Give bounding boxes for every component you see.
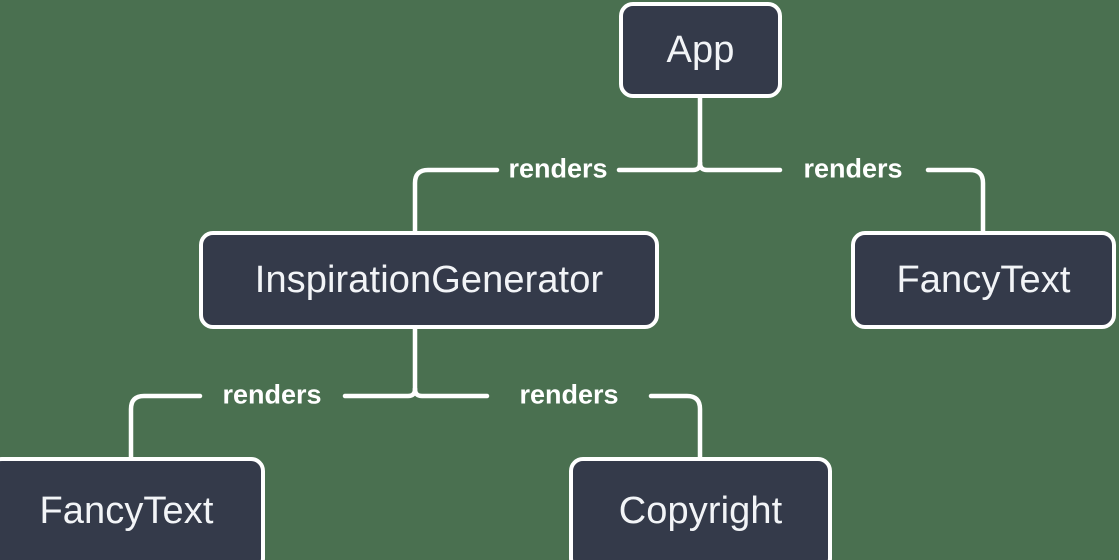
edge-inspgen-fancy-a [342,386,418,399]
node-copyright[interactable]: Copyright [569,457,832,560]
node-inspiration-generator[interactable]: InspirationGenerator [199,231,659,329]
edge-inspgen-fancy-b [128,393,203,460]
edge-app-inspgen-a [616,160,703,173]
edge-label-inspgen-fancytext: renders [222,379,322,410]
edge-app-fancytop-b [925,167,986,234]
node-app-label: App [666,29,735,71]
node-fancytext-bottom-label: FancyText [39,489,214,532]
node-app[interactable]: App [619,2,782,98]
node-fancytext-top[interactable]: FancyText [851,231,1116,329]
edge-label-inspgen-copyright: renders [519,379,619,410]
node-fancytext-bottom[interactable]: FancyText [0,457,265,560]
edge-app-inspgen-b [412,167,500,234]
edge-inspgen-copyright-b [648,393,703,460]
edge-label-app-inspgen: renders [508,153,608,184]
node-inspiration-generator-label: InspirationGenerator [254,259,604,301]
node-copyright-label: Copyright [618,489,783,532]
node-fancytext-top-label: FancyText [896,259,1071,301]
edge-inspgen-copyright-a [412,386,490,399]
edge-app-fancytop-a [697,160,783,173]
edge-label-app-fancytext-top: renders [803,153,903,184]
